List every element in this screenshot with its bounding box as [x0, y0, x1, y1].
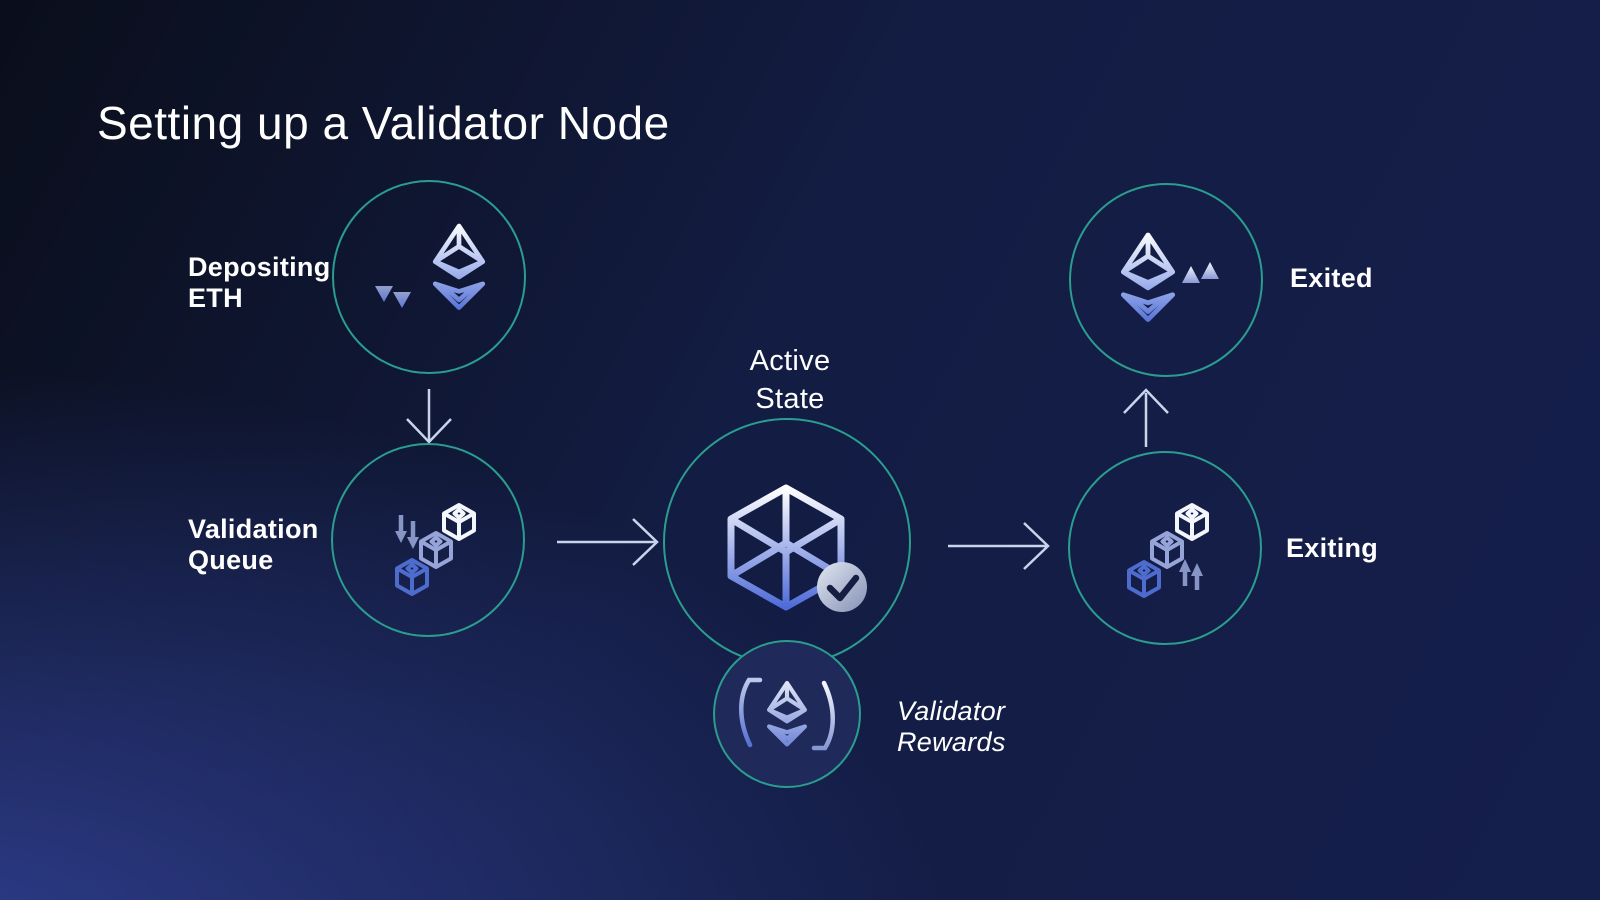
arrow-queue-to-active — [557, 518, 659, 566]
node-validation-queue — [331, 443, 525, 637]
eth-diamond-icon — [432, 223, 486, 310]
up-arrows-icon — [1182, 262, 1219, 307]
arrow-exiting-to-exited — [1123, 388, 1169, 447]
label-exiting: Exiting — [1286, 533, 1379, 563]
cycle-arc-right-icon — [811, 680, 835, 751]
node-exited — [1069, 183, 1263, 377]
page-title: Setting up a Validator Node — [97, 97, 670, 149]
node-depositing-eth — [332, 180, 526, 374]
label-validation-queue: Validation Queue — [188, 514, 319, 575]
check-badge-icon — [817, 562, 867, 612]
down-arrows-small-icon — [395, 515, 419, 549]
down-arrows-icon — [375, 240, 411, 308]
label-validator-rewards: Validator Rewards — [897, 696, 1006, 757]
cube-icon — [419, 531, 453, 569]
eth-exited-icon — [1120, 232, 1219, 322]
cube-icon — [395, 558, 429, 596]
eth-deposit-icon — [375, 223, 486, 310]
eth-rewards-cycle-icon — [739, 677, 835, 751]
label-exited: Exited — [1290, 263, 1373, 293]
cube-icon — [1127, 560, 1161, 598]
node-validator-rewards — [713, 640, 861, 788]
arrow-depositing-to-queue — [406, 389, 452, 444]
label-active-state: Active State — [749, 345, 831, 415]
cycle-arc-left-icon — [739, 677, 763, 748]
eth-diamond-icon — [1120, 232, 1176, 322]
node-active-state — [663, 418, 911, 666]
cube-icon — [442, 503, 476, 541]
node-exiting — [1068, 451, 1262, 645]
cube-icon — [1175, 503, 1209, 541]
active-cube-check-icon — [727, 484, 867, 612]
validation-queue-cubes-icon — [395, 503, 476, 596]
wireframe-cube-icon — [727, 484, 845, 611]
exiting-cubes-icon — [1127, 503, 1209, 598]
arrow-active-to-exiting — [948, 522, 1050, 570]
up-arrows-small-icon — [1179, 559, 1203, 590]
cube-icon — [1150, 531, 1184, 569]
eth-diamond-icon — [766, 680, 808, 747]
label-depositing-eth: Depositing ETH — [188, 252, 331, 313]
